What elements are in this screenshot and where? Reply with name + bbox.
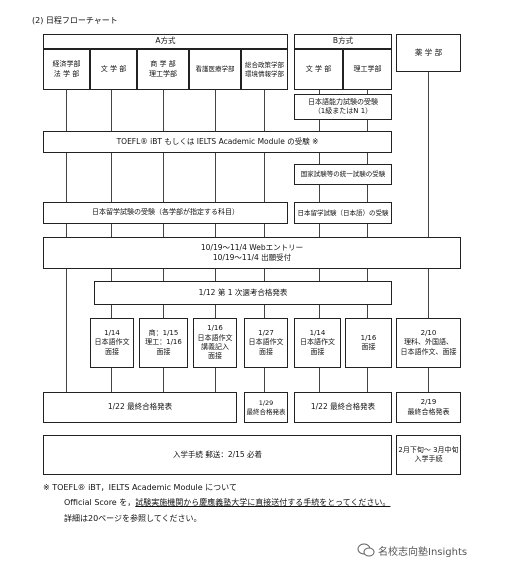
pharmacy-header: 薬 学 部 <box>396 34 461 72</box>
interview-box: 商：1/15 理工：1/16 面接 <box>139 318 188 368</box>
enrollment-step: 入学手続 郵送：2/15 必着 <box>43 435 392 475</box>
dept-economics-law: 経済学部 法 学 部 <box>43 49 90 90</box>
dept-policy-env: 総合政策学部 環境情報学部 <box>241 49 288 90</box>
watermark: 名校志向塾Insights <box>378 547 468 558</box>
wechat-icon <box>357 542 375 557</box>
web-entry-step: 10/19～11/4 Webエントリー 10/19～11/4 出願受付 <box>43 237 461 269</box>
b-method-header: B方式 <box>294 34 392 49</box>
eju-step-a: 日本留学試験の受験（各学部が指定する科目） <box>43 202 288 224</box>
final-result-pharmacy: 2/19 最終合格発表 <box>396 392 461 423</box>
dept-letters-b: 文 学 部 <box>294 49 343 90</box>
interview-box: 1/16 日本語作文 講義記入 面接 <box>193 318 237 368</box>
first-result-step: 1/12 第 1 次選考合格発表 <box>94 281 392 305</box>
jlpt-step: 日本語能力試験の受験 （1級またはN 1） <box>294 94 392 120</box>
final-result-policy: 1/29 最終合格発表 <box>244 392 288 423</box>
interview-box: 1/16 面接 <box>345 318 392 368</box>
note-line-3: 詳細は20ページを参照してください。 <box>64 514 202 523</box>
national-exam-step: 国家試験等の統一試験の受験 <box>294 164 392 185</box>
interview-box: 1/27 日本語作文 面接 <box>244 318 288 368</box>
final-result-b: 1/22 最終合格発表 <box>294 392 392 423</box>
note-line-2-underlined: 試験実施機関から慶應義塾大学に直接送付する手続をとってください。 <box>135 498 391 507</box>
interview-box-pharmacy: 2/10 理科、外国語、 日本語作文、面接 <box>396 318 461 368</box>
note-line-2: Official Score を，試験実施機関から慶應義塾大学に直接送付する手続… <box>64 497 390 508</box>
dept-science-b: 理工学部 <box>343 49 392 90</box>
toefl-step: TOEFL® iBT もしくは IELTS Academic Module の受… <box>43 131 392 153</box>
enrollment-step-pharmacy: 2月下旬～ 3月中旬 入学手続 <box>396 435 461 475</box>
section-title: (2) 日程フローチャート <box>32 16 118 25</box>
interview-box: 1/14 日本語作文 面接 <box>294 318 341 368</box>
eju-step-b: 日本留学試験（日本語）の受験 <box>294 202 392 224</box>
note-line-2-prefix: Official Score を， <box>64 498 136 507</box>
dept-letters-a: 文 学 部 <box>90 49 137 90</box>
dept-commerce-science: 商 学 部 理工学部 <box>137 49 189 90</box>
final-result-a: 1/22 最終合格発表 <box>43 392 237 423</box>
interview-box: 1/14 日本語作文 面接 <box>90 318 134 368</box>
note-line-1: ※ TOEFL® iBT，IELTS Academic Module について <box>43 483 237 492</box>
dept-nursing: 看護医療学部 <box>189 49 241 90</box>
a-method-header: A方式 <box>43 34 288 49</box>
